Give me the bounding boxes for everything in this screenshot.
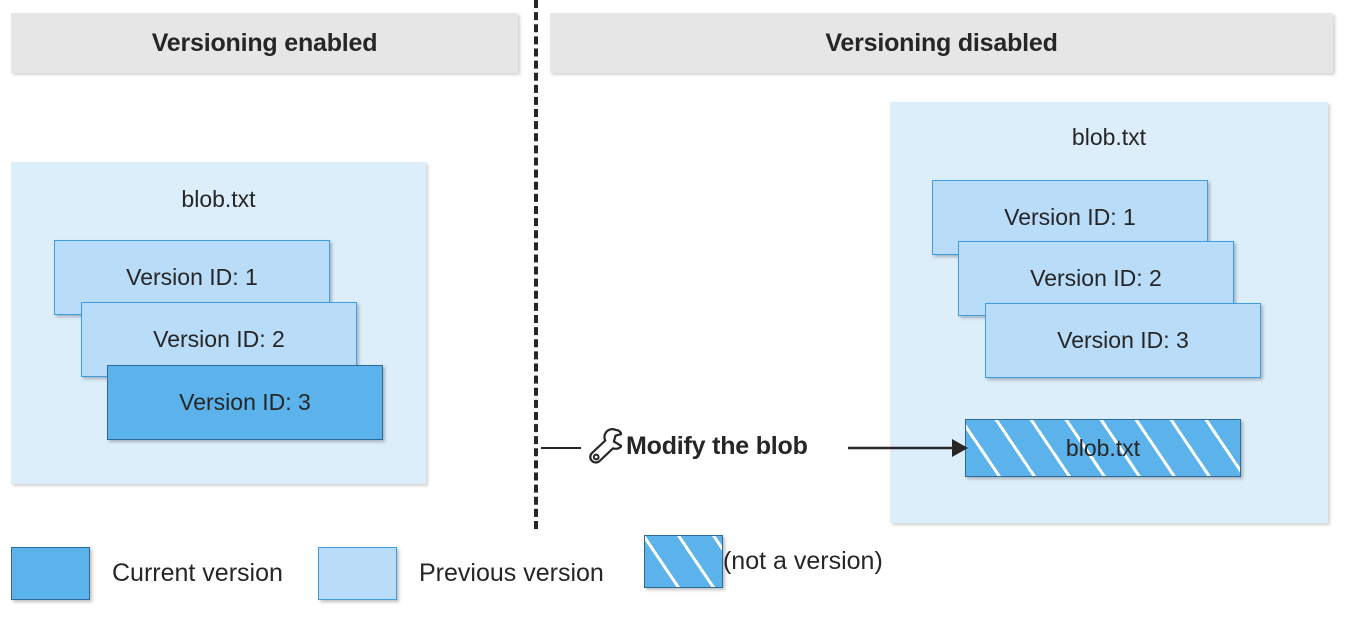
right-blob-box-not-a-version: blob.txt	[965, 419, 1241, 477]
column-header-versioning-enabled: Versioning enabled	[11, 13, 518, 73]
legend-item-current-version: Current version	[11, 547, 283, 600]
vertical-dashed-divider	[534, 0, 538, 529]
panel-right-title: blob.txt	[1071, 124, 1147, 150]
connector-line-left	[541, 447, 581, 449]
legend-swatch-current-version	[11, 547, 90, 600]
wrench-icon	[586, 427, 623, 467]
left-version-box-3-current: Version ID: 3	[107, 365, 383, 440]
right-version-label-2: Version ID: 2	[1030, 265, 1162, 291]
left-version-label-1: Version ID: 1	[126, 264, 258, 290]
column-header-versioning-disabled: Versioning disabled	[550, 13, 1333, 73]
left-version-label-2: Version ID: 2	[153, 326, 285, 352]
left-version-label-3: Version ID: 3	[179, 389, 311, 415]
right-blob-label: blob.txt	[1065, 434, 1141, 461]
legend-label-current-version: Current version	[112, 559, 283, 587]
modify-the-blob-action: Modify the blob	[538, 420, 968, 476]
column-header-left-label: Versioning enabled	[151, 28, 378, 57]
column-header-right-label: Versioning disabled	[825, 28, 1058, 57]
right-version-box-3: Version ID: 3	[985, 303, 1261, 378]
legend-label-previous-version: Previous version	[419, 559, 604, 587]
legend-swatch-blob-not-a-version	[644, 535, 723, 588]
right-version-label-1: Version ID: 1	[1004, 204, 1136, 230]
arrow-right-icon	[848, 430, 968, 466]
legend-swatch-previous-version	[318, 547, 397, 600]
legend-item-previous-version: Previous version	[318, 547, 604, 600]
panel-left-title: blob.txt	[181, 186, 256, 212]
right-version-label-3: Version ID: 3	[1057, 327, 1189, 353]
legend: Current version Previous version Blob (n…	[0, 535, 1345, 610]
legend-item-blob-not-a-version: Blob (not a version)	[644, 535, 883, 588]
modify-the-blob-label: Modify the blob	[626, 432, 808, 460]
